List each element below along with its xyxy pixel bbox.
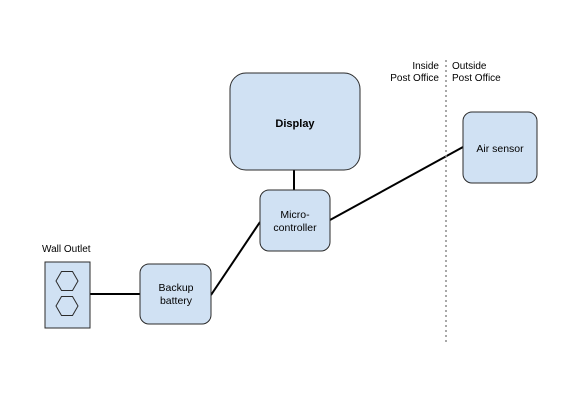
display-box	[229, 72, 361, 171]
wall-outlet-socket-bottom	[55, 296, 79, 316]
air-sensor-label: Air sensor	[476, 143, 524, 155]
wall-outlet-socket-top	[55, 271, 79, 291]
display-label: Display	[275, 118, 315, 130]
backup-battery-box	[139, 263, 212, 325]
inside-label-2: Post Office	[390, 73, 439, 84]
backup-battery-node: Backup battery	[139, 263, 212, 325]
air-sensor-box	[462, 111, 538, 184]
inside-label: Inside	[412, 61, 439, 72]
display-node: Display	[229, 72, 361, 171]
microcontroller-label-line2: controller	[273, 222, 317, 234]
wall-outlet-label: Wall Outlet	[42, 244, 91, 255]
edge-microcontroller-air-sensor	[329, 146, 464, 221]
backup-battery-label-line2: battery	[160, 295, 193, 307]
outside-label-2: Post Office	[452, 73, 501, 84]
air-sensor-node: Air sensor	[462, 111, 538, 184]
microcontroller-node: Micro- controller	[259, 189, 331, 252]
microcontroller-label-line1: Micro-	[280, 209, 310, 221]
outside-label: Outside	[452, 61, 487, 72]
edge-microcontroller-backup-battery	[210, 221, 261, 296]
connectors	[90, 146, 464, 296]
wall-outlet-icon	[44, 261, 91, 329]
backup-battery-label-line1: Backup	[158, 282, 193, 294]
microcontroller-box	[259, 189, 331, 252]
wall-outlet-node: Wall Outlet	[42, 244, 91, 329]
